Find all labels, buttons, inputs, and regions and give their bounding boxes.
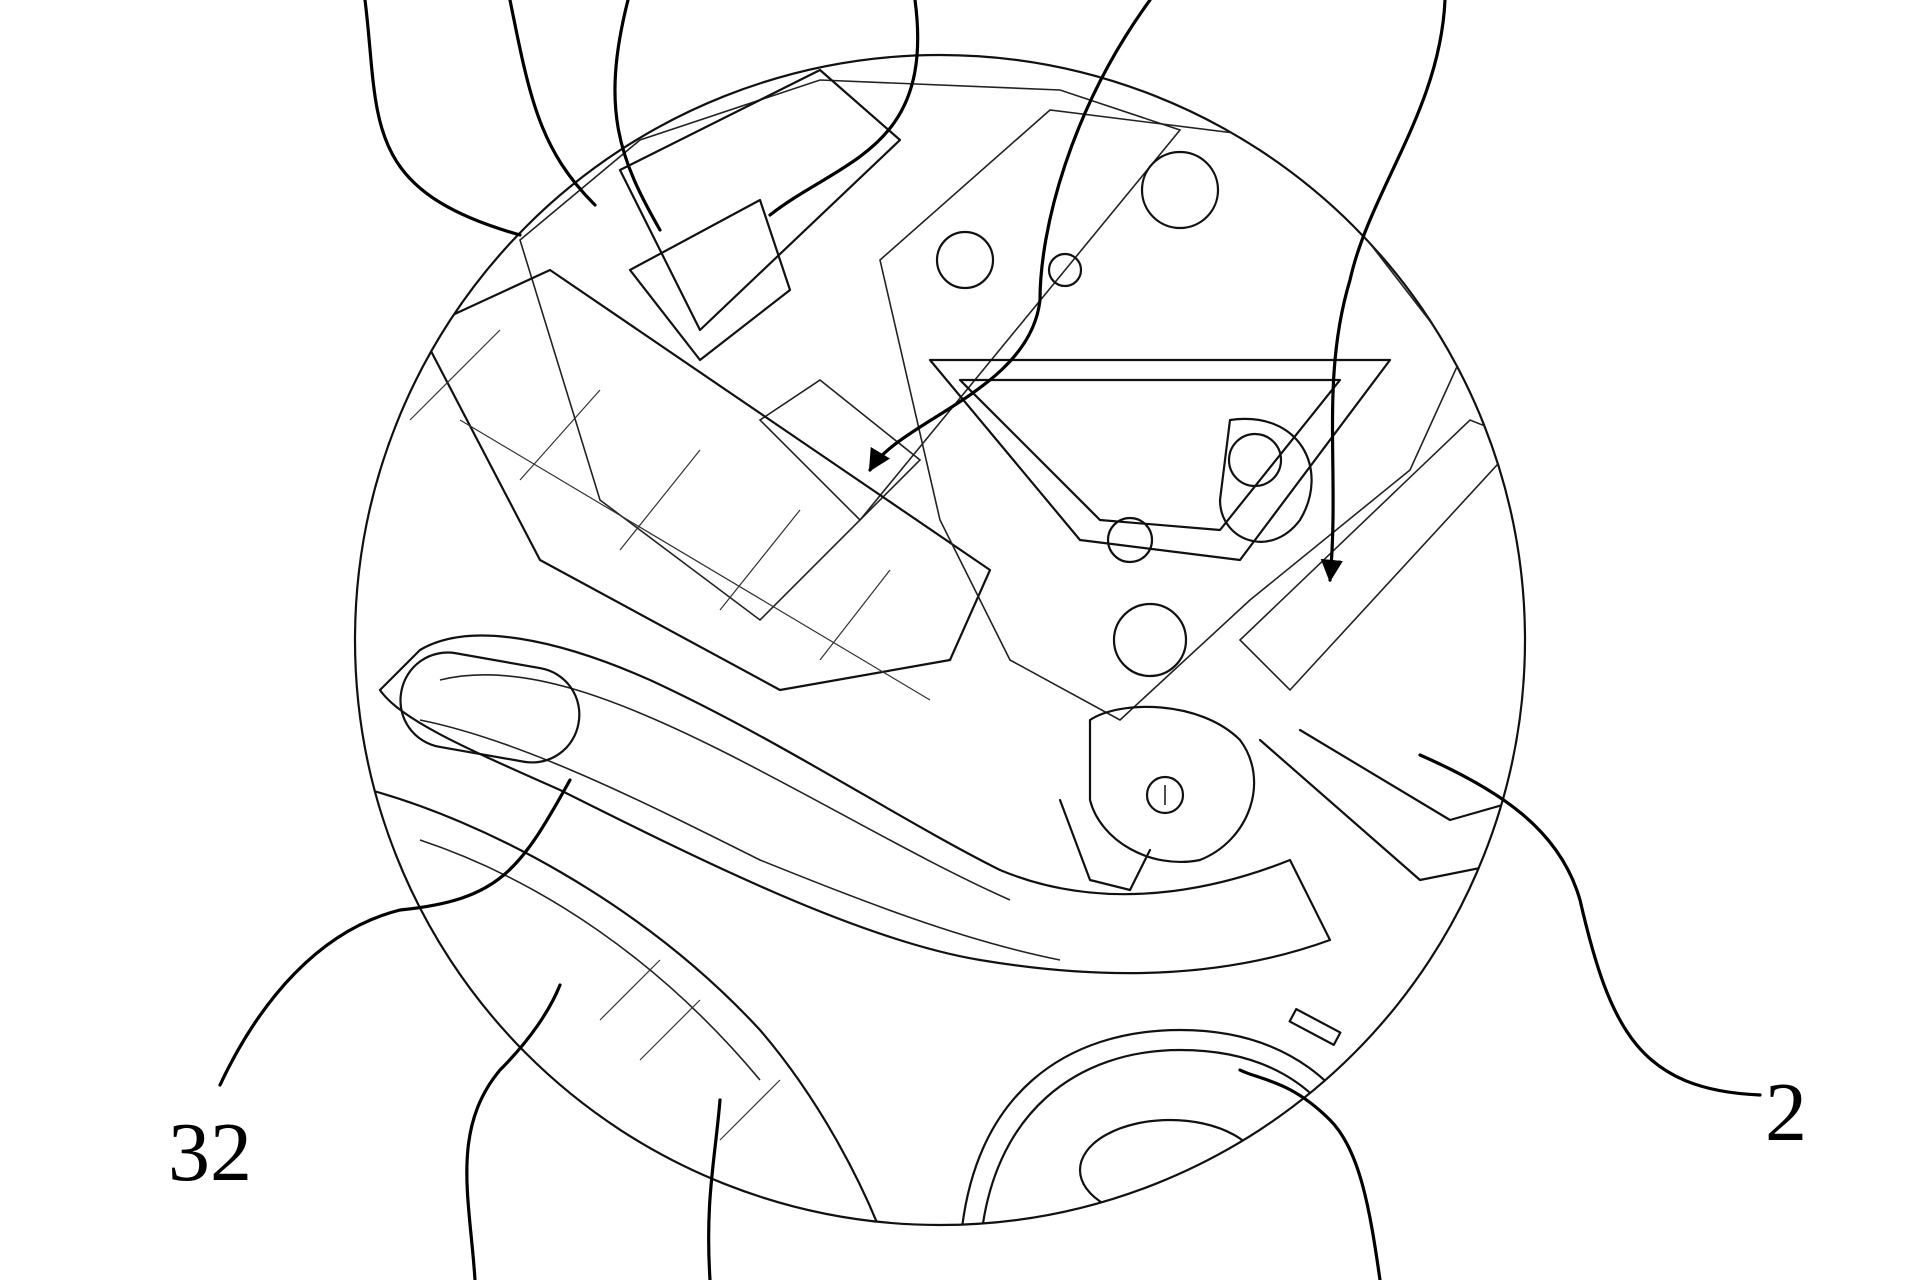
leader-bottom-2 <box>707 1098 722 1280</box>
leader-top-4 <box>768 0 920 217</box>
label-32: 32 <box>168 1106 252 1199</box>
upper-housing <box>519 68 1182 622</box>
mechanism-detail <box>368 68 1522 1225</box>
slider-block <box>409 268 992 701</box>
leader-32 <box>218 778 572 1087</box>
leader-top-3 <box>613 0 662 232</box>
leader-top-2 <box>508 0 597 207</box>
leader-top-5 <box>868 0 1152 472</box>
label-right-partial: 2 <box>1765 1066 1807 1159</box>
lever-arm <box>378 634 1332 975</box>
right-rails <box>1238 419 1522 1047</box>
leader-top-6 <box>1320 0 1447 583</box>
detail-circle <box>353 53 1527 1227</box>
hatched-plate <box>879 109 1461 721</box>
leader-right-2 <box>1418 753 1762 1097</box>
pivot-pin <box>1145 775 1185 815</box>
bottom-drum <box>958 1028 1372 1225</box>
leader-lines <box>218 0 1762 1280</box>
lower-body <box>368 788 882 1225</box>
leader-top-1 <box>363 0 522 237</box>
leader-bottom-1 <box>465 983 562 1280</box>
pivot-assembly <box>1058 705 1256 892</box>
leader-bottom-3 <box>1238 1068 1382 1280</box>
